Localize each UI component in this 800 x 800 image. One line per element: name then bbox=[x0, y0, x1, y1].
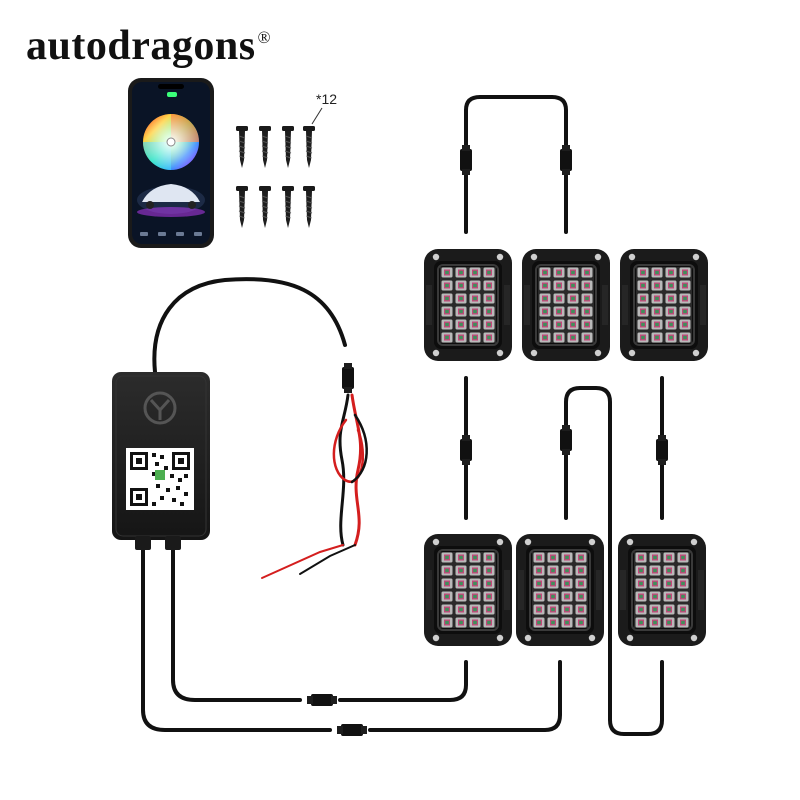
car-illustration-icon bbox=[137, 184, 205, 217]
smartphone-app bbox=[128, 78, 214, 248]
color-wheel-icon bbox=[143, 114, 199, 170]
rock-light-pod bbox=[619, 248, 709, 362]
controller-box bbox=[112, 372, 210, 550]
qr-code-label bbox=[126, 448, 194, 510]
rock-light-pod bbox=[521, 248, 611, 362]
rock-light-pod bbox=[423, 248, 513, 362]
screw-set: *12 bbox=[235, 91, 337, 229]
rock-light-pod bbox=[515, 533, 605, 647]
power-harness bbox=[261, 393, 368, 579]
brand-name: autodragons bbox=[26, 23, 256, 69]
registered-mark: ® bbox=[257, 28, 271, 47]
cable-network bbox=[141, 95, 664, 736]
controller-logo-icon bbox=[143, 391, 177, 425]
screw-count-label: *12 bbox=[316, 91, 337, 107]
rock-light-pod bbox=[423, 533, 513, 647]
brand-logo: autodragons® bbox=[26, 22, 271, 70]
rock-light-pod bbox=[617, 533, 707, 647]
